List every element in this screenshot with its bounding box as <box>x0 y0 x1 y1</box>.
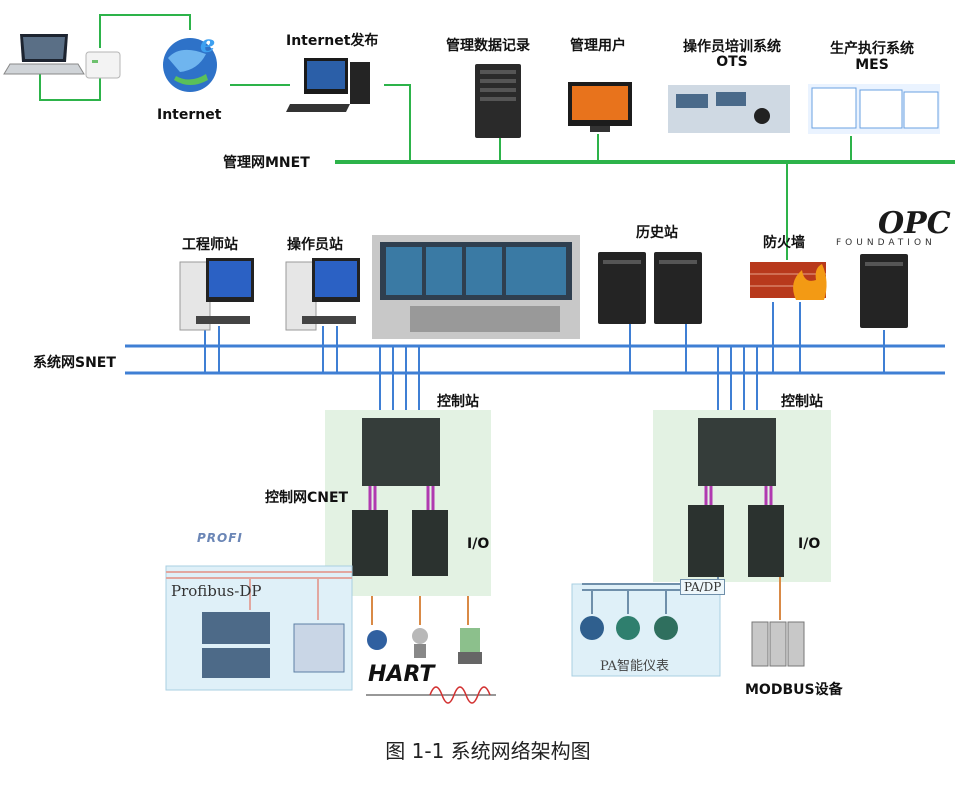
laptop-icon <box>3 34 85 75</box>
cnet-links <box>368 486 773 510</box>
opc-server-icon <box>860 254 908 328</box>
opc-foundation-text: FOUNDATION <box>836 238 936 248</box>
mnet-label: 管理网MNET <box>223 155 310 171</box>
engineer-station-pc-icon <box>179 258 254 331</box>
internet-cluster-links <box>39 14 290 101</box>
hart-device-links <box>371 596 469 625</box>
pa-instruments-label: PA智能仪表 <box>600 659 669 674</box>
opc-logo: OPC <box>878 206 951 241</box>
mnet-bus <box>335 84 955 260</box>
ots-label-line2: OTS <box>716 54 748 70</box>
control-right-modules-icon <box>688 418 784 577</box>
internet-publish-label: Internet发布 <box>286 33 379 49</box>
router-icon <box>85 51 121 79</box>
hart-instruments-icon <box>367 628 482 664</box>
hart-wave-icon <box>366 686 496 704</box>
ots-training-room-icon <box>668 85 790 133</box>
control-room-console-image <box>372 235 580 339</box>
io-right-label: I/O <box>798 536 821 552</box>
mgmt-user-label: 管理用户 <box>570 38 626 54</box>
internet-explorer-icon: e <box>163 29 217 92</box>
profi-logo: PROFI <box>197 531 243 545</box>
mes-label-line2: MES <box>855 57 889 73</box>
firewall-label: 防火墙 <box>763 235 805 251</box>
control-left-modules-icon <box>352 418 448 576</box>
operator-station-label: 操作员站 <box>287 237 343 253</box>
pa-links <box>582 577 719 614</box>
internet-publish-server-icon <box>286 58 370 112</box>
modbus-devices-icon <box>751 621 805 667</box>
mgmt-data-record-label: 管理数据记录 <box>446 38 530 54</box>
engineer-station-label: 工程师站 <box>182 237 238 253</box>
mgmt-data-server-icon <box>475 64 521 138</box>
hart-logo: HART <box>368 662 435 687</box>
control-station-left-label: 控制站 <box>437 394 479 410</box>
snet-bus <box>125 302 945 412</box>
operator-station-pc-icon <box>285 258 360 331</box>
history-station-servers-icon <box>598 252 702 324</box>
mes-label-line1: 生产执行系统 <box>830 41 914 57</box>
modbus-label: MODBUS设备 <box>745 682 843 698</box>
cnet-label: 控制网CNET <box>265 490 349 506</box>
figure-caption: 图 1-1 系统网络架构图 <box>385 739 591 763</box>
svg-text:e: e <box>200 29 215 58</box>
mgmt-user-monitor-icon <box>568 82 632 132</box>
pa-instruments-icon <box>580 616 678 640</box>
ots-label-line1: 操作员培训系统 <box>683 39 781 55</box>
history-station-label: 历史站 <box>636 225 678 241</box>
mes-screens-icon <box>808 84 940 134</box>
profibus-devices-icon <box>202 612 345 678</box>
control-station-right-label: 控制站 <box>781 394 823 410</box>
snet-label: 系统网SNET <box>33 355 116 371</box>
profibus-label: Profibus-DP <box>171 582 262 600</box>
pa-dp-label: PA/DP <box>680 579 726 595</box>
profibus-links <box>166 571 352 620</box>
firewall-icon <box>750 262 827 300</box>
io-left-label: I/O <box>467 536 490 552</box>
internet-label: Internet <box>157 107 222 123</box>
